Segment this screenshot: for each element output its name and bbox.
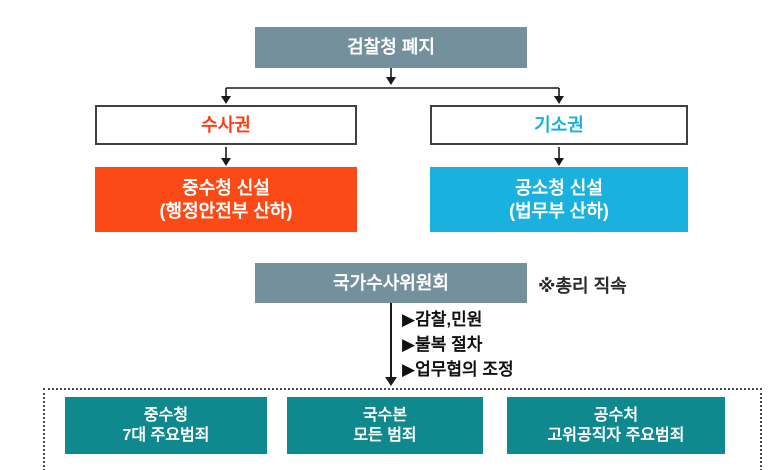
agency-name: 국수본	[362, 406, 408, 424]
left-branch-arrowhead	[221, 96, 231, 104]
function-item: ▶감찰,민원	[402, 310, 483, 329]
prosecution-agency-node: 공소청 신설 (법무부 산하)	[430, 167, 688, 232]
root-node-prosecution-abolition: 검찰청 폐지	[255, 27, 527, 68]
root-down-arrowhead	[386, 77, 396, 85]
agencies-group-container	[43, 388, 762, 470]
investigation-power-label: 수사권	[201, 114, 251, 135]
root-node-label: 검찰청 폐지	[347, 37, 435, 58]
function-item: ▶불복 절차	[402, 335, 483, 354]
prosecution-agency-line1: 공소청 신설	[515, 178, 603, 198]
national-investigation-committee-node: 국가수사위원회	[255, 263, 527, 303]
agency-name: 공수처	[593, 406, 639, 424]
left-agency-arrowhead	[221, 158, 231, 166]
prosecution-power-node: 기소권	[430, 105, 688, 145]
prosecution-agency-line2: (법무부 산하)	[509, 200, 609, 221]
committee-note: ※총리 직속	[538, 276, 627, 296]
committee-function-list: ▶감찰,민원 ▶불복 절차 ▶업무협의 조정	[402, 307, 514, 382]
agency-scope: 7대 주요범죄	[122, 426, 210, 444]
right-branch-arrowhead	[554, 96, 564, 104]
function-item: ▶업무협의 조정	[402, 360, 514, 379]
committee-label: 국가수사위원회	[333, 272, 449, 293]
committee-down-arrowhead	[385, 377, 397, 386]
prosecution-power-label: 기소권	[534, 114, 584, 135]
investigation-agency-line2: (행정안전부 산하)	[159, 200, 293, 221]
agency-node-guksubon: 국수본 모든 범죄	[287, 397, 483, 454]
agency-name: 중수청	[143, 406, 189, 424]
agency-node-gongsucheo: 공수처 고위공직자 주요범죄	[507, 397, 725, 454]
agency-node-jungsucheong: 중수청 7대 주요범죄	[65, 397, 267, 454]
agency-scope: 모든 범죄	[353, 426, 417, 444]
investigation-agency-node: 중수청 신설 (행정안전부 산하)	[95, 167, 357, 232]
agency-scope: 고위공직자 주요범죄	[547, 426, 685, 444]
investigation-power-node: 수사권	[95, 105, 357, 145]
right-agency-arrowhead	[554, 158, 564, 166]
investigation-agency-line1: 중수청 신설	[182, 178, 270, 198]
